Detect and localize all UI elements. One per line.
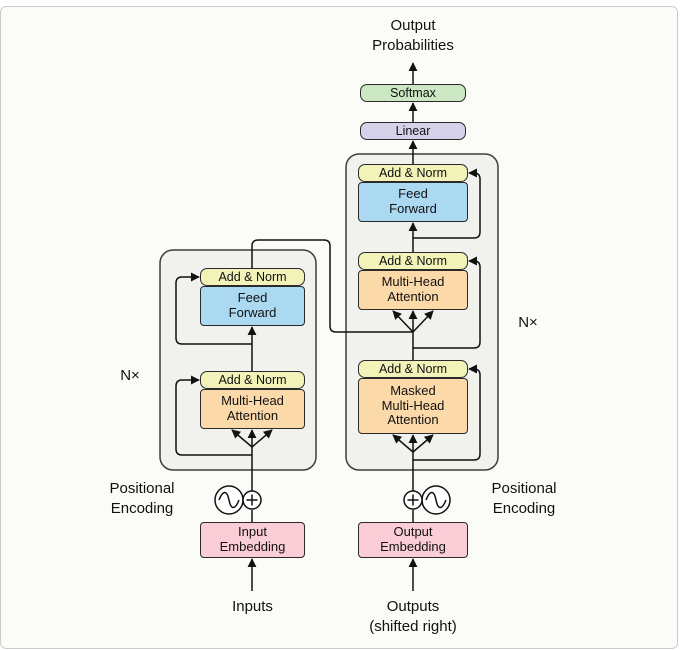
encoder-attn-add-norm-box: Add & Norm bbox=[200, 371, 305, 389]
positional-encoding-label-left: Positional Encoding bbox=[109, 480, 175, 518]
positional-encoding-icon-left bbox=[214, 485, 244, 515]
encoder-connections bbox=[175, 239, 413, 591]
decoder-connections bbox=[392, 62, 481, 591]
add-icon-left bbox=[242, 490, 262, 510]
decoder-cross-attn-add-norm-box: Add & Norm bbox=[358, 252, 468, 270]
n-times-label-right: N× bbox=[518, 314, 538, 331]
outputs-label: Outputs (shifted right) bbox=[369, 598, 457, 636]
page-frame bbox=[0, 6, 678, 649]
inputs-label: Inputs bbox=[232, 598, 273, 615]
decoder-feed-forward-box: Feed Forward bbox=[358, 182, 468, 222]
positional-encoding-label-right: Positional Encoding bbox=[491, 480, 557, 518]
decoder-ff-add-norm-box: Add & Norm bbox=[358, 164, 468, 182]
output-embedding-box: Output Embedding bbox=[358, 522, 468, 558]
positional-encoding-icon-right bbox=[421, 485, 451, 515]
masked-multi-head-attention-box: Masked Multi-Head Attention bbox=[358, 378, 468, 434]
add-icon-right bbox=[403, 490, 423, 510]
linear-box: Linear bbox=[360, 122, 466, 140]
encoder-multi-head-attention-box: Multi-Head Attention bbox=[200, 389, 305, 429]
n-times-label-left: N× bbox=[120, 367, 140, 384]
encoder-feed-forward-box: Feed Forward bbox=[200, 286, 305, 326]
encoder-ff-add-norm-box: Add & Norm bbox=[200, 268, 305, 286]
input-embedding-box: Input Embedding bbox=[200, 522, 305, 558]
output-probabilities-label: Output Probabilities bbox=[372, 17, 454, 55]
decoder-multi-head-attention-box: Multi-Head Attention bbox=[358, 270, 468, 310]
softmax-box: Softmax bbox=[360, 84, 466, 102]
decoder-masked-attn-add-norm-box: Add & Norm bbox=[358, 360, 468, 378]
